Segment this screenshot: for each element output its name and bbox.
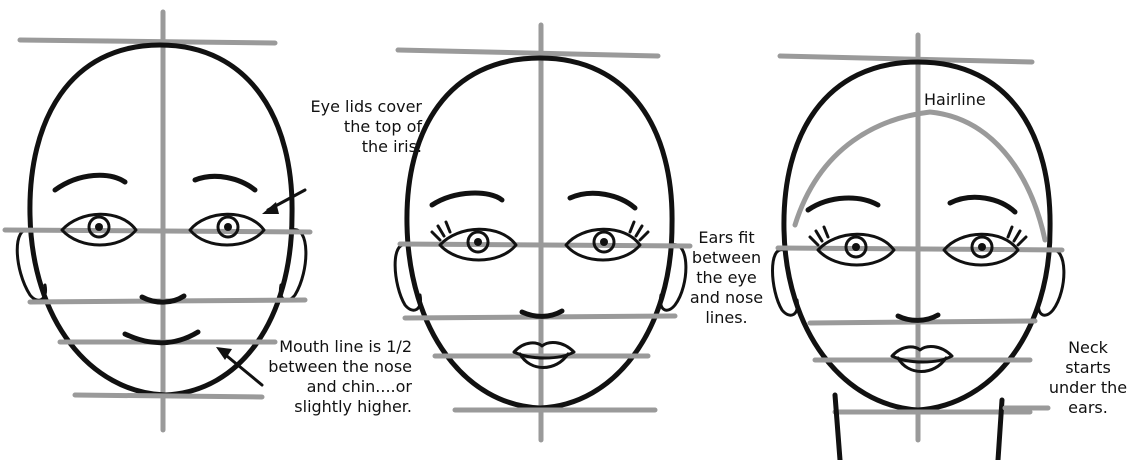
hairline-annotation: Hairline (924, 90, 1004, 110)
face-1-top-guide (20, 40, 275, 43)
face-3-neck-left (835, 395, 840, 460)
face-3-left-pupil (852, 243, 860, 251)
mouth-line-annotation: Mouth line is 1/2 between the nose and c… (262, 337, 412, 417)
face-1-right-pupil (224, 223, 232, 231)
face-1-left-pupil (95, 223, 103, 231)
face-2-eye-guide (400, 244, 690, 246)
face-1-right-brow (195, 176, 255, 190)
eye-lids-annotation: Eye lids cover the top of the iris. (282, 97, 422, 157)
face-1-left-brow (55, 175, 125, 190)
face-2-top-guide (398, 50, 658, 56)
face-2-right-ear (660, 245, 685, 311)
mouth-line-arrow (222, 352, 262, 385)
face-2-right-brow (570, 193, 635, 208)
face-3 (773, 35, 1064, 460)
face-3-right-pupil (978, 243, 986, 251)
face-3-left-brow (808, 198, 878, 210)
ears-annotation: Ears fit between the eye and nose lines. (684, 228, 769, 328)
face-2-left-pupil (474, 238, 482, 246)
face-1-chin-guide (75, 395, 262, 397)
face-3-right-brow (950, 197, 1015, 212)
face-2-left-brow (432, 193, 502, 205)
face-2-right-pupil (600, 238, 608, 246)
face-3-neck-right (998, 400, 1002, 460)
neck-annotation: Neck starts under the ears. (1042, 338, 1134, 418)
face-2 (395, 25, 690, 440)
